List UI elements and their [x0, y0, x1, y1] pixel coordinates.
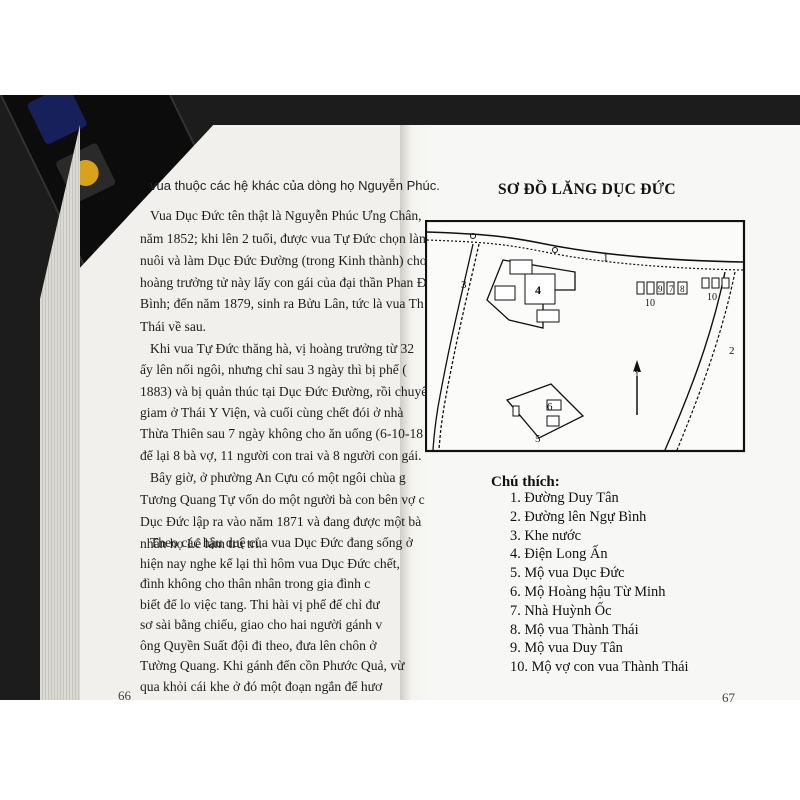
body-text-line: giam ở Thái Y Viện, và cuối cùng chết đó… [140, 405, 404, 420]
legend-item: 7. Nhà Huỳnh Ốc [510, 602, 612, 619]
north-arrow-head [633, 360, 641, 372]
body-text-line: sơ sài bằng chiếu, giao cho hai người gá… [140, 617, 383, 632]
legend-title: Chú thích: [491, 474, 560, 490]
map-label: 5 [535, 433, 541, 445]
map-label: 1 [603, 252, 609, 264]
legend-item: 2. Đường lên Ngự Bình [510, 508, 647, 525]
map-marker [470, 233, 476, 239]
map-label: 2 [729, 345, 735, 357]
book-gutter [400, 125, 428, 700]
body-text-line: Vua Dục Đức tên thật là Nguyễn Phúc Ưng … [150, 208, 422, 223]
body-text-line: Khi vua Tự Đức thăng hà, vị hoàng trưởng… [150, 341, 415, 356]
body-text-line: ông Quyền Suất đội đi theo, đưa lên chôn… [140, 637, 377, 653]
legend-item: 3. Khe nước [510, 527, 581, 544]
building [524, 273, 556, 305]
body-text-line: 1883) và bị quản thúc tại Dục Đức Đường,… [140, 384, 435, 399]
building [536, 309, 560, 323]
tomb-marker [711, 277, 720, 289]
duc-duc-tomb-complex [505, 383, 585, 439]
tomb-marker [656, 281, 665, 295]
tomb-marker [546, 415, 560, 427]
tomb-marker [666, 281, 675, 295]
body-text-line: Tường Quang. Khi gánh đến cồn Phước Quả,… [140, 658, 405, 673]
body-text-line: hiện nay nghe kể lại thì hôm vua Dục Đức… [140, 555, 400, 571]
legend-item: 4. Điện Long Ấn [510, 546, 608, 563]
tomb-site-map: 1 2 3 4 5 6 7 8 9 10 10 N [425, 220, 746, 453]
map-label: 4 [535, 283, 541, 297]
building [494, 285, 516, 301]
long-an-palace [486, 259, 576, 329]
stream [432, 243, 474, 451]
map-label: 9 [658, 284, 663, 294]
body-text-line: Thừa Thiên sau 7 ngày không cho ăn uống … [140, 426, 424, 441]
map-label: 10 [645, 298, 655, 309]
body-text-line: biết để lo việc tang. Thi hài vị phế đế … [140, 596, 380, 612]
body-text-line: Thái về sau. [140, 319, 207, 334]
map-frame [425, 220, 746, 453]
map-label: 8 [680, 284, 685, 294]
body-text-line: nhân họ Lê làm trú trì. [140, 536, 263, 551]
body-text-line: qua khỏi cái khe ở đó một đoạn ngắn để h… [140, 678, 383, 694]
body-text-line: Dục Đức lập ra vào năm 1871 và đang được… [140, 514, 422, 529]
body-text-line: Theo các hậu duệ của vua Dục Đức đang số… [150, 535, 413, 550]
body-text-line: năm 1852; khi lên 2 tuổi, được vua Tự Đứ… [140, 231, 430, 246]
tomb-marker [721, 277, 730, 289]
body-text-line: ấy lên nối ngôi, nhưng chỉ sau 3 ngày th… [140, 362, 407, 377]
tomb-marker [646, 281, 655, 295]
legend-item: 8. Mộ vua Thành Thái [510, 621, 639, 638]
map-label: N [633, 370, 638, 378]
body-text-line: Bây giờ, ở phường An Cựu có một ngôi chù… [150, 470, 406, 485]
tomb-marker [701, 277, 710, 289]
tomb-marker [546, 399, 562, 411]
body-text-line: nuôi và làm Dục Đức Đường (trong Kinh th… [140, 253, 427, 268]
map-label: 3 [461, 279, 467, 291]
road-duy-tan [426, 231, 744, 263]
body-text-line: đình không cho thân nhân trong gia đình … [140, 576, 371, 591]
building [509, 259, 533, 275]
legend-item: 6. Mộ Hoàng hậu Từ Minh [510, 584, 666, 600]
left-page-header: vua thuộc các hệ khác của dòng họ Nguyễn… [150, 178, 440, 193]
body-text-line: để lại 8 bà vợ, 11 người con trai và 8 n… [140, 448, 422, 463]
legend-item: 10. Mộ vợ con vua Thành Thái [510, 659, 689, 676]
map-title: SƠ ĐỒ LĂNG DỤC ĐỨC [498, 181, 676, 198]
tomb-marker [512, 405, 520, 417]
map-label: 7 [669, 284, 674, 294]
tomb-marker [677, 281, 688, 295]
body-text-line: Bình; đến năm 1879, sinh ra Bửu Lân, tức… [140, 296, 424, 311]
map-label: 6 [547, 401, 553, 413]
legend-item: 5. Mộ vua Dục Đức [510, 565, 625, 582]
map-label: 10 [707, 292, 717, 303]
legend-item: 1. Đường Duy Tân [510, 490, 619, 506]
map-marker [552, 247, 558, 253]
stream-edge [438, 243, 480, 451]
body-text-line: Tương Quang Tự vốn do một người bà con b… [140, 492, 425, 507]
body-text-line: hoàng trưởng tử này lấy con gái của đại … [140, 275, 427, 290]
left-page-number: 66 [118, 688, 131, 703]
tomb-marker [636, 281, 645, 295]
legend-item: 9. Mộ vua Duy Tân [510, 640, 623, 657]
right-page-number: 67 [722, 690, 735, 705]
road-ngu-binh [664, 271, 726, 451]
